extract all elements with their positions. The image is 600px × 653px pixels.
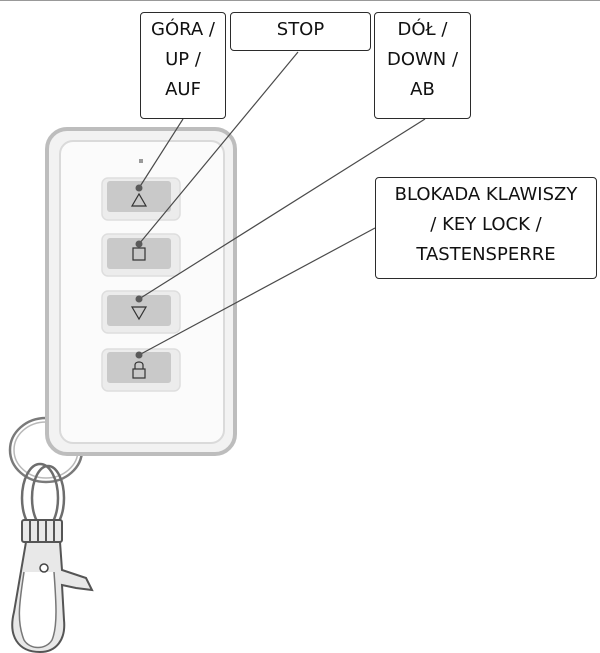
down-label-line-3: AB <box>410 79 435 100</box>
leader-dots <box>135 184 143 359</box>
lock-label-line-2: / KEY LOCK / <box>430 214 542 235</box>
lock-button[interactable] <box>101 348 181 392</box>
down-label-line-1: DÓŁ / <box>397 19 448 40</box>
leader-down <box>138 118 426 300</box>
stop-button[interactable] <box>101 233 181 277</box>
up-label-line-3: AUF <box>165 79 201 100</box>
leader-up <box>138 118 184 189</box>
lock-label: BLOKADA KLAWISZY / KEY LOCK / TASTENSPER… <box>375 177 597 279</box>
triangle-up-icon <box>130 192 148 207</box>
triangle-down-icon <box>130 306 148 321</box>
leader-stop <box>138 51 299 245</box>
down-label: DÓŁ / DOWN / AB <box>374 12 471 119</box>
dot-lock <box>135 351 143 359</box>
up-label: GÓRA / UP / AUF <box>140 12 226 119</box>
up-label-line-1: GÓRA / <box>151 19 215 40</box>
led-indicator <box>139 159 143 163</box>
leader-lines <box>138 51 426 356</box>
lock-label-line-3: TASTENSPERRE <box>416 244 556 265</box>
square-icon <box>132 247 146 261</box>
stop-label-line-1: STOP <box>276 19 325 40</box>
dot-down <box>135 295 143 303</box>
lock-label-line-1: BLOKADA KLAWISZY <box>394 184 578 205</box>
down-button[interactable] <box>101 290 181 334</box>
carabiner-clip <box>11 519 94 653</box>
up-button[interactable] <box>101 177 181 221</box>
padlock-icon <box>132 361 146 379</box>
down-label-line-2: DOWN / <box>386 49 459 70</box>
dot-up <box>135 184 143 192</box>
dot-stop <box>135 240 143 248</box>
leader-lock <box>138 227 376 356</box>
up-label-line-2: UP / <box>165 49 201 70</box>
stop-label: STOP <box>230 12 371 51</box>
